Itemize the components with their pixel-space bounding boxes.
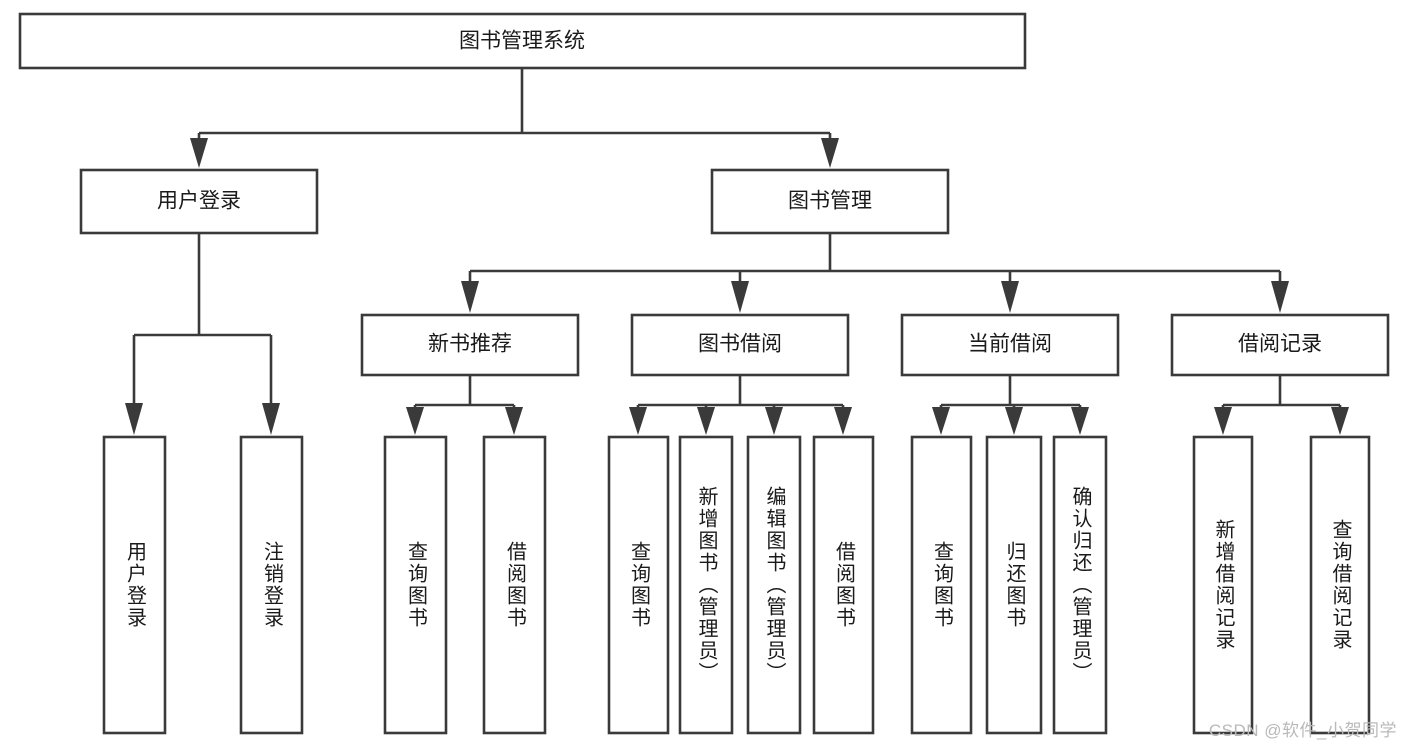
- leaf-return-book-text-area: 归还图书: [1003, 541, 1025, 629]
- node-leaf-query-borrow-record-box[interactable]: [1309, 435, 1371, 735]
- node-borrow-record-label: 借阅记录: [1238, 333, 1322, 356]
- node-leaf-borrow-book[interactable]: 借阅图书: [812, 435, 875, 735]
- node-leaf-query-book-recommend-label: 查询图书: [404, 541, 427, 629]
- leaf-borrow-book-text-area: 借阅图书: [832, 541, 855, 629]
- node-leaf-edit-book[interactable]: 编辑图书（管理员）: [746, 435, 802, 735]
- node-leaf-add-borrow-record-label: 新增借阅记录: [1212, 519, 1234, 651]
- node-user-login[interactable]: 用户登录: [79, 168, 319, 235]
- arrow-to-leaf-confirm-return: [1071, 407, 1089, 435]
- arrow-to-leaf-add-book: [697, 407, 715, 435]
- node-root-box[interactable]: [18, 12, 1027, 70]
- arrow-to-leaf-query-book-current: [932, 407, 950, 435]
- node-leaf-add-borrow-record-box[interactable]: [1192, 435, 1254, 735]
- node-leaf-query-book-current-box[interactable]: [910, 435, 973, 735]
- node-leaf-return-book-label: 归还图书: [1003, 541, 1025, 629]
- node-root-label: 图书管理系统: [459, 30, 585, 53]
- node-leaf-query-book-recommend-box[interactable]: [383, 435, 448, 735]
- node-leaf-user-login-box[interactable]: [102, 435, 167, 735]
- node-leaf-query-book-borrow[interactable]: 查询图书: [607, 435, 670, 735]
- node-leaf-user-login-label: 用户登录: [123, 541, 146, 629]
- arrow-to-leaf-add-borrow-record: [1214, 407, 1232, 435]
- arrow-to-book-borrow: [731, 281, 749, 313]
- node-user-login-label: 用户登录: [157, 190, 241, 213]
- node-leaf-user-logout[interactable]: 注销登录: [239, 435, 304, 735]
- arrow-to-new-book-recommend: [461, 281, 479, 313]
- node-leaf-return-book-box[interactable]: [985, 435, 1043, 735]
- arrow-to-leaf-borrow-book: [834, 407, 852, 435]
- leaf-edit-book-text-area: 编辑图书（管理员）: [763, 486, 785, 684]
- arrow-to-borrow-record: [1271, 281, 1289, 313]
- leaf-confirm-return-text-area: 确认归还（管理员）: [1069, 486, 1091, 684]
- node-new-book-recommend[interactable]: 新书推荐: [360, 313, 580, 377]
- arrow-to-leaf-query-book-borrow: [629, 407, 647, 435]
- leaf-user-login-text-area: 用户登录: [123, 541, 146, 629]
- arrow-to-current-borrow: [1001, 281, 1019, 313]
- arrow-to-leaf-query-borrow-record: [1331, 407, 1349, 435]
- node-current-borrow-box[interactable]: [900, 313, 1120, 377]
- node-leaf-borrow-book-recommend-box[interactable]: [482, 435, 547, 735]
- arrow-to-leaf-edit-book: [765, 407, 783, 435]
- arrow-to-leaf-user-logout: [262, 403, 280, 435]
- node-book-borrow-label: 图书借阅: [698, 333, 782, 356]
- arrow-to-leaf-borrow-book-recommend: [505, 407, 523, 435]
- node-book-manage[interactable]: 图书管理: [710, 168, 950, 235]
- node-leaf-edit-book-label: 编辑图书（管理员）: [763, 486, 785, 684]
- leaf-query-borrow-record-text-area: 查询借阅记录: [1329, 519, 1351, 651]
- leaf-add-book-text-area: 新增图书（管理员）: [695, 486, 717, 684]
- arrow-to-book-manage: [821, 138, 839, 168]
- node-book-borrow-box[interactable]: [630, 313, 850, 377]
- arrow-to-user-login: [190, 138, 208, 168]
- connectors-group: [125, 68, 1349, 435]
- node-current-borrow-label: 当前借阅: [968, 333, 1052, 356]
- node-leaf-confirm-return-box[interactable]: [1052, 435, 1108, 735]
- node-leaf-add-book-label: 新增图书（管理员）: [695, 486, 717, 684]
- node-leaf-confirm-return-label: 确认归还（管理员）: [1069, 486, 1091, 684]
- node-leaf-query-borrow-record-label: 查询借阅记录: [1329, 519, 1351, 651]
- node-leaf-borrow-book-recommend[interactable]: 借阅图书: [482, 435, 547, 735]
- node-book-borrow[interactable]: 图书借阅: [630, 313, 850, 377]
- node-root[interactable]: 图书管理系统: [18, 12, 1027, 70]
- arrow-to-leaf-user-login: [125, 403, 143, 435]
- node-current-borrow[interactable]: 当前借阅: [900, 313, 1120, 377]
- node-book-manage-box[interactable]: [710, 168, 950, 235]
- node-leaf-user-login[interactable]: 用户登录: [102, 435, 167, 735]
- leaf-query-book-borrow-text-area: 查询图书: [627, 541, 650, 629]
- node-leaf-borrow-book-box[interactable]: [812, 435, 875, 735]
- csdn-watermark: CSDN @软件_小贺同学: [1208, 721, 1397, 740]
- node-leaf-edit-book-box[interactable]: [746, 435, 802, 735]
- node-leaf-confirm-return[interactable]: 确认归还（管理员）: [1052, 435, 1108, 735]
- node-user-login-box[interactable]: [79, 168, 319, 235]
- node-leaf-query-book-recommend[interactable]: 查询图书: [383, 435, 448, 735]
- arrow-to-leaf-query-book-recommend: [406, 407, 424, 435]
- node-leaf-query-book-borrow-box[interactable]: [607, 435, 670, 735]
- leaf-query-book-current-text-area: 查询图书: [930, 541, 953, 629]
- node-borrow-record[interactable]: 借阅记录: [1170, 313, 1390, 377]
- node-leaf-user-logout-label: 注销登录: [260, 541, 283, 629]
- leaf-add-borrow-record-text-area: 新增借阅记录: [1212, 519, 1234, 651]
- leaf-user-logout-text-area: 注销登录: [260, 541, 283, 629]
- node-leaf-query-book-borrow-label: 查询图书: [627, 541, 650, 629]
- node-borrow-record-box[interactable]: [1170, 313, 1390, 377]
- node-leaf-add-borrow-record[interactable]: 新增借阅记录: [1192, 435, 1254, 735]
- node-leaf-borrow-book-label: 借阅图书: [832, 541, 855, 629]
- arrow-to-leaf-return-book: [1005, 407, 1023, 435]
- leaf-query-book-recommend-text-area: 查询图书: [404, 541, 427, 629]
- node-leaf-query-book-current[interactable]: 查询图书: [910, 435, 973, 735]
- node-leaf-query-borrow-record[interactable]: 查询借阅记录: [1309, 435, 1371, 735]
- node-book-manage-label: 图书管理: [788, 190, 872, 213]
- node-leaf-add-book-box[interactable]: [678, 435, 734, 735]
- node-leaf-query-book-current-label: 查询图书: [930, 541, 953, 629]
- node-leaf-borrow-book-recommend-label: 借阅图书: [503, 541, 526, 629]
- node-new-book-recommend-label: 新书推荐: [428, 333, 512, 356]
- node-leaf-user-logout-box[interactable]: [239, 435, 304, 735]
- leaf-borrow-book-recommend-text-area: 借阅图书: [503, 541, 526, 629]
- node-new-book-recommend-box[interactable]: [360, 313, 580, 377]
- node-leaf-return-book[interactable]: 归还图书: [985, 435, 1043, 735]
- node-leaf-add-book[interactable]: 新增图书（管理员）: [678, 435, 734, 735]
